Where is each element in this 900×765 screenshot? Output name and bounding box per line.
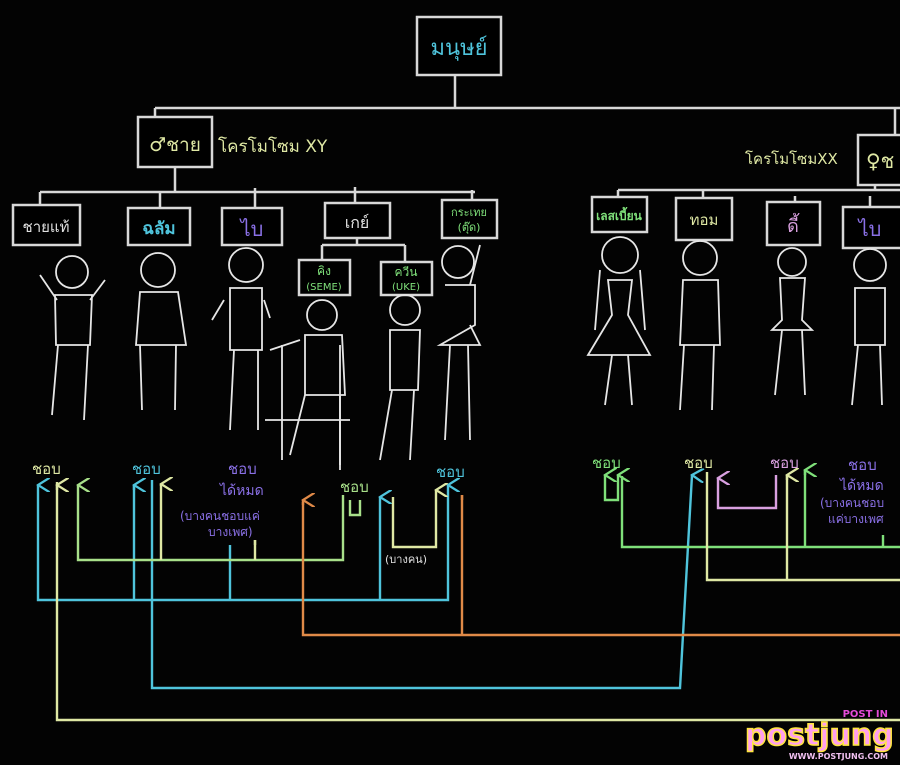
- svg-text:♀ช: ♀ช: [866, 149, 894, 173]
- figure-tom: [679, 240, 721, 411]
- male-chromosome-label: โครโมโซม XY: [218, 136, 328, 157]
- node-tom: ทอม: [674, 196, 734, 242]
- node-king-seme: คิง (SEME): [297, 258, 352, 297]
- svg-text:ไบ: ไบ: [239, 217, 264, 241]
- figure-dee: [769, 247, 815, 396]
- svg-text:เกย์: เกย์: [345, 213, 370, 232]
- node-lesbian: เลสเบี้ยน: [590, 195, 649, 234]
- node-straight-male: ชายแท้: [11, 203, 82, 247]
- relationship-arrows: [38, 470, 900, 722]
- node-bi-male: ไบ: [220, 206, 284, 247]
- svg-text:ไบ: ไบ: [857, 217, 882, 241]
- svg-text:แค่บางเพศ: แค่บางเพศ: [828, 512, 884, 526]
- svg-text:ได้หมด: ได้หมด: [219, 482, 264, 499]
- tree-connectors: [38, 75, 900, 262]
- svg-text:(บางคนชอบแค่: (บางคนชอบแค่: [180, 509, 260, 523]
- svg-text:ชอบ: ชอบ: [848, 456, 877, 474]
- svg-text:ทอม: ทอม: [690, 211, 719, 229]
- node-queen-uke: ควีน (UKE): [379, 260, 434, 297]
- figure-straight-male: [39, 255, 106, 421]
- svg-text:♂ชาย: ♂ชาย: [149, 134, 201, 156]
- node-male: ♂ชาย โครโมโซม XY: [136, 115, 328, 169]
- svg-text:WWW.POSTJUNG.COM: WWW.POSTJUNG.COM: [789, 752, 888, 761]
- figure-kathoey: [436, 244, 482, 441]
- character-illustrations: [39, 236, 887, 470]
- node-gay: เกย์: [323, 201, 392, 240]
- svg-text:ฉลัม: ฉลัม: [142, 219, 175, 239]
- arrow-pale-female: [705, 472, 900, 582]
- svg-text:ได้หมด: ได้หมด: [839, 477, 884, 494]
- svg-text:ชายแท้: ชายแท้: [23, 218, 70, 236]
- svg-text:ชอบ: ชอบ: [32, 460, 61, 478]
- svg-text:(SEME): (SEME): [306, 282, 342, 293]
- svg-text:POST IN: POST IN: [843, 709, 888, 720]
- svg-text:ชอบ: ชอบ: [340, 478, 369, 496]
- arrow-pink-tom-dee: [718, 475, 778, 510]
- svg-text:ควีน: ควีน: [395, 265, 418, 279]
- arrow-cyan-male: [38, 485, 448, 602]
- svg-text:ชอบ: ชอบ: [132, 460, 161, 478]
- node-root: มนุษย์: [415, 15, 503, 77]
- node-chalam: ฉลัม: [126, 206, 192, 247]
- node-female: ♀ช โครโมโซมXX: [745, 133, 900, 187]
- arrow-some-gay: [391, 490, 436, 549]
- arrow-white-long: [55, 482, 900, 722]
- svg-text:(ตุ๊ด): (ตุ๊ด): [458, 221, 481, 234]
- svg-text:มนุษย์: มนุษย์: [431, 36, 488, 61]
- figure-lesbian: [586, 236, 652, 406]
- svg-text:(บางคนชอบ: (บางคนชอบ: [820, 496, 884, 510]
- figure-bi-female: [851, 248, 887, 406]
- svg-text:เลสเบี้ยน: เลสเบี้ยน: [596, 206, 643, 223]
- node-kathoey: กระเทย (ตุ๊ด): [440, 198, 499, 240]
- svg-text:(บางคน): (บางคน): [385, 553, 427, 566]
- arrow-orange: [301, 495, 900, 637]
- figure-chalam: [135, 252, 188, 411]
- svg-text:กระเทย: กระเทย: [451, 206, 487, 219]
- svg-text:ชอบ: ชอบ: [228, 460, 257, 478]
- female-chromosome-label: โครโมโซมXX: [745, 150, 838, 168]
- svg-text:postjung: postjung: [745, 718, 894, 753]
- svg-text:คิง: คิง: [317, 264, 331, 278]
- figure-bi-male: [211, 247, 271, 431]
- svg-text:ชอบ: ชอบ: [684, 454, 713, 472]
- node-dee: ดี้: [765, 200, 822, 247]
- svg-text:ดี้: ดี้: [787, 213, 800, 237]
- postjung-watermark: POST IN postjung WWW.POSTJUNG.COM: [744, 709, 894, 761]
- svg-text:บางเพศ): บางเพศ): [208, 525, 253, 539]
- svg-text:ชอบ: ชอบ: [436, 463, 465, 481]
- figure-uke: [379, 294, 421, 461]
- figure-chair-seme: [265, 299, 350, 470]
- svg-text:ชอบ: ชอบ: [592, 454, 621, 472]
- svg-text:ชอบ: ชอบ: [770, 454, 799, 472]
- likes-labels: ชอบ ชอบ ชอบ ได้หมด (บางคนชอบแค่ บางเพศ) …: [32, 454, 884, 566]
- arrow-green-female: [620, 470, 900, 549]
- arrow-green-male: [78, 485, 345, 562]
- node-bi-female: ไบ: [841, 205, 900, 250]
- svg-text:(UKE): (UKE): [392, 282, 420, 293]
- arrow-cyan-long: [150, 475, 692, 690]
